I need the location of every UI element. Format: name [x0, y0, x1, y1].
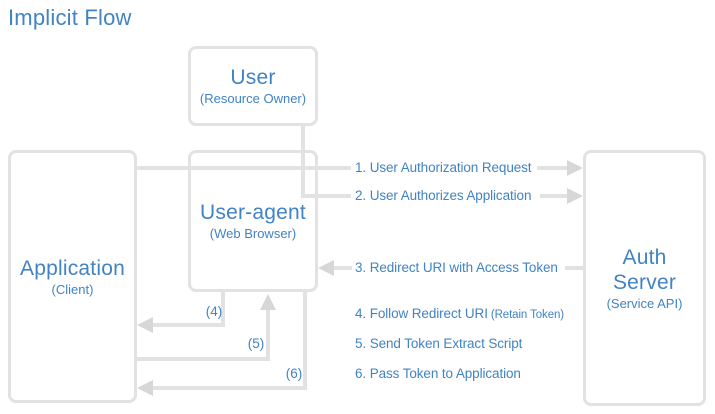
flow5-line-vertical: [266, 308, 270, 361]
flow3-line-left: [334, 266, 352, 270]
user-box: User (Resource Owner): [188, 46, 318, 126]
step-3-label: 3. Redirect URI with Access Token: [355, 260, 558, 275]
flow3-arrowhead-left-icon: [318, 260, 334, 276]
flow2-arrowhead-right-icon: [567, 188, 583, 204]
user-agent-box: User-agent (Web Browser): [188, 150, 318, 292]
flow3-line-right: [565, 266, 583, 270]
user-box-sublabel: (Resource Owner): [199, 91, 307, 106]
application-box: Application (Client): [8, 150, 137, 403]
flow4-line-vertical: [221, 292, 225, 327]
step-4-main-text: 4. Follow Redirect URI: [355, 306, 488, 321]
flow5-path-label: (5): [247, 336, 265, 351]
auth-server-box: Auth Server (Service API): [583, 150, 706, 406]
flow6-path-label: (6): [285, 366, 303, 381]
auth-server-box-label-line1: Auth: [622, 245, 667, 269]
user-agent-box-label: User-agent: [200, 201, 306, 224]
step-4-note-text: (Retain Token): [490, 309, 565, 321]
flow1-line-right: [537, 166, 568, 170]
flow2-line-left: [301, 194, 351, 198]
flow4-path-label: (4): [205, 304, 223, 319]
user-to-flow2-connector-line: [301, 124, 305, 198]
flow1-line-left: [137, 166, 351, 170]
flow4-line-horizontal: [153, 323, 225, 327]
step-4-label: 4. Follow Redirect URI(Retain Token): [355, 306, 564, 322]
auth-server-box-sublabel: (Service API): [606, 295, 683, 311]
flow6-line-horizontal: [153, 386, 307, 390]
step-1-label: 1. User Authorization Request: [355, 160, 532, 175]
auth-server-box-label-line2: Server: [612, 270, 677, 294]
flow1-arrowhead-right-icon: [567, 160, 583, 176]
flow6-line-vertical: [303, 292, 307, 390]
flow5-line-horizontal: [137, 357, 270, 361]
flow4-arrowhead-left-icon: [137, 317, 153, 333]
step-2-label: 2. User Authorizes Application: [355, 188, 532, 203]
step-6-label: 6. Pass Token to Application: [355, 366, 521, 381]
user-box-label: User: [230, 66, 276, 89]
flow6-arrowhead-left-icon: [137, 380, 153, 396]
user-agent-box-sublabel: (Web Browser): [209, 226, 297, 241]
application-box-sublabel: (Client): [51, 281, 94, 297]
flow2-line-right: [540, 194, 568, 198]
application-box-label: Application: [20, 256, 125, 280]
step-5-label: 5. Send Token Extract Script: [355, 336, 523, 351]
diagram-title: Implicit Flow: [8, 5, 132, 30]
flow5-arrowhead-up-icon: [260, 294, 276, 310]
